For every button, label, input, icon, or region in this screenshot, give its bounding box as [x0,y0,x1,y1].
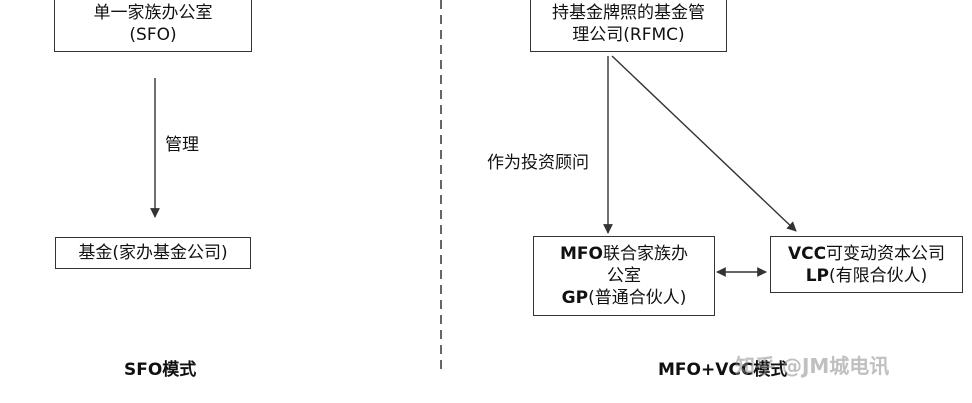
rfmc-box: 持基金牌照的基金管 理公司(RFMC) [530,0,727,52]
vcc-box-line2: LP(有限合伙人) [805,265,928,286]
vcc-box-line1: VCC可变动资本公司 [787,243,946,264]
advisor-label: 作为投资顾问 [487,153,589,173]
manage-label: 管理 [165,135,199,155]
watermark: 知乎 @JM城电讯 [735,354,890,378]
mfo-box-line1: MFO联合家族办 [560,244,688,264]
fund-box: 基金(家办基金公司) [55,237,251,269]
sfo-box: 单一家族办公室 (SFO) [54,0,252,52]
sfo-box-line1: 单一家族办公室 [93,3,213,23]
mfo-box-line3: GP(普通合伙人) [561,288,687,308]
sfo-mode-title: SFO模式 [124,360,197,380]
vcc-box: VCC可变动资本公司 LP(有限合伙人) [770,236,963,293]
mfo-vcc-mode-title: MFO+VCC模式 [658,360,788,380]
rfmc-box-line2: 理公司(RFMC) [572,25,685,45]
mfo-box-line2: 公室 [607,266,641,286]
rfmc-vcc-arrow [611,55,797,232]
fund-box-text: 基金(家办基金公司) [78,243,228,263]
rfmc-box-line1: 持基金牌照的基金管 [552,3,705,23]
sfo-box-line2: (SFO) [129,25,177,45]
mfo-box: MFO联合家族办 公室 GP(普通合伙人) [533,236,715,316]
